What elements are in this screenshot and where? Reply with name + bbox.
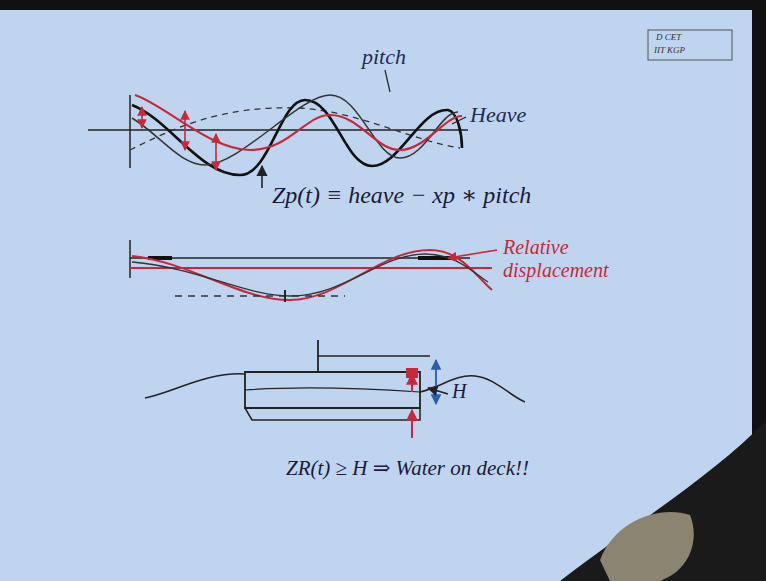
watermark-text: IIT KGP [654,45,685,55]
watermark-text: D CET [656,32,681,42]
frame-edge [0,0,766,10]
watermark-box [648,30,732,60]
ship-deck-sketch [145,340,525,438]
curve-label: pitch [362,44,406,69]
note-text: ZR(t) ≥ H ⇒ Water on deck!! [286,456,536,480]
relative-displacement-plot [130,240,497,302]
frame-corner [560,420,766,581]
hand-object [600,512,694,581]
curve-label: Relative displacement [503,236,623,282]
formula-text: Zp(t) ≡ heave − xp ∗ pitch [272,182,531,210]
wave-plot [88,70,468,188]
curve-label: Heave [470,102,526,127]
dimension-label: H [452,380,466,403]
